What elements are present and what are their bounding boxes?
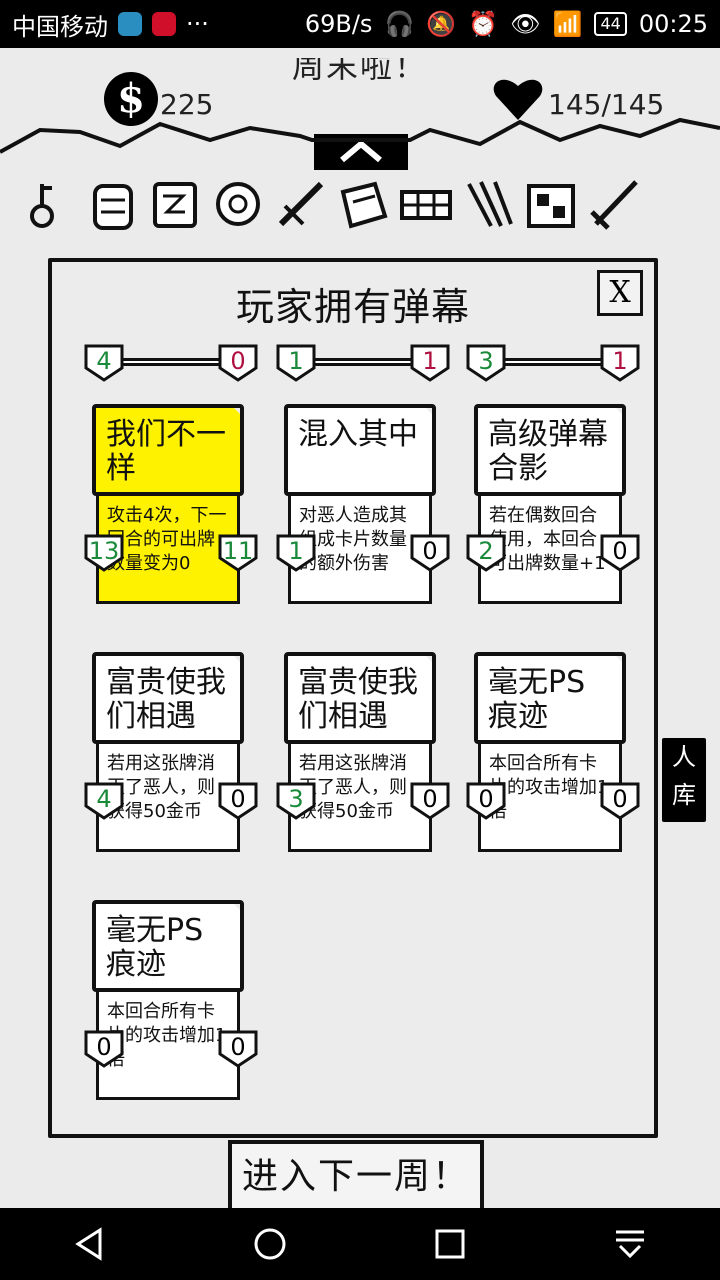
card-title: 富贵使我们相遇 — [284, 652, 436, 744]
heart-icon — [493, 79, 543, 120]
huawei-app-icon — [152, 12, 176, 36]
card-top-left-badge: 3 — [464, 342, 508, 382]
coin-icon: $ — [104, 72, 158, 126]
card-title: 混入其中 — [284, 404, 436, 496]
card-stat-bar — [92, 358, 250, 366]
top-area: 周末啦！ $ 225 145/145 — [0, 48, 720, 170]
paper-icon[interactable] — [335, 176, 391, 232]
back-icon[interactable] — [70, 1224, 110, 1264]
card-title: 毫无PS痕迹 — [474, 652, 626, 744]
card-bottom-left-badge: 0 — [82, 1028, 126, 1068]
card-bottom-right-badge: 0 — [598, 780, 642, 820]
headphone-icon: 🎧 — [384, 10, 415, 38]
wifi-icon: 📶 — [552, 10, 583, 38]
card-stat-bar — [474, 358, 632, 366]
card-stat-bar — [284, 358, 442, 366]
book-icon[interactable] — [147, 176, 203, 232]
map-icon[interactable] — [523, 176, 579, 232]
card-title: 我们不一样 — [92, 404, 244, 496]
card-title: 毫无PS痕迹 — [92, 900, 244, 992]
keyboard-icon[interactable] — [398, 176, 454, 232]
card-bottom-left-badge: 4 — [82, 780, 126, 820]
card-bottom-right-badge: 0 — [598, 532, 642, 572]
side-tab-label-2: 库 — [672, 781, 696, 809]
card-bottom-right-badge: 0 — [216, 1028, 260, 1068]
backpack-icon[interactable] — [85, 176, 141, 232]
card-bottom-left-badge: 3 — [274, 780, 318, 820]
money-value: 225 — [160, 88, 214, 121]
card-title: 高级弹幕合影 — [474, 404, 626, 496]
card-bottom-right-badge: 0 — [408, 780, 452, 820]
card-top-left-badge: 1 — [274, 342, 318, 382]
battery-icon: 44 — [594, 12, 627, 36]
card-bottom-right-badge: 0 — [216, 780, 260, 820]
hp-value: 145/145 — [548, 88, 665, 121]
pencils-icon[interactable] — [461, 176, 517, 232]
card-top-right-badge: 1 — [598, 342, 642, 382]
card-bottom-left-badge: 1 — [274, 532, 318, 572]
panel-title: 玩家拥有弹幕 — [235, 285, 470, 329]
card-6[interactable]: 毫无PS痕迹本回合所有卡片的攻击增加1倍00 — [464, 590, 642, 852]
sword-icon[interactable] — [586, 176, 642, 232]
category-icons — [22, 172, 642, 236]
card-top-right-badge: 0 — [216, 342, 260, 382]
navigation-bar — [0, 1208, 720, 1280]
card-title: 富贵使我们相遇 — [92, 652, 244, 744]
status-bar: 中国移动 ··· 69B/s 🎧 🔕 ⏰ 👁 📶 44 00:25 — [0, 0, 720, 48]
card-bottom-left-badge: 2 — [464, 532, 508, 572]
network-speed: 69B/s — [304, 10, 373, 38]
card-description: 若用这张牌消灭了恶人，则获得50金币 — [288, 744, 432, 852]
card-bottom-right-badge: 11 — [216, 532, 260, 572]
key-icon[interactable] — [22, 176, 78, 232]
torn-paper-edge — [0, 117, 720, 154]
card-top-right-badge: 1 — [408, 342, 452, 382]
notification-pulldown-icon[interactable] — [610, 1224, 650, 1264]
home-icon[interactable] — [250, 1224, 290, 1264]
more-notifications-icon: ··· — [186, 10, 209, 38]
tape-icon[interactable] — [210, 176, 266, 232]
card-top-left-badge: 4 — [82, 342, 126, 382]
card-bottom-right-badge: 0 — [408, 532, 452, 572]
next-week-button[interactable]: 进入下一周！ — [228, 1140, 484, 1208]
card-7[interactable]: 毫无PS痕迹本回合所有卡片的攻击增加1倍00 — [82, 838, 260, 1100]
moon-app-icon — [118, 12, 142, 36]
clock: 00:25 — [638, 10, 708, 38]
tools-icon[interactable] — [273, 176, 329, 232]
page-title: 周末啦！ — [291, 58, 428, 85]
alarm-icon: ⏰ — [468, 10, 499, 38]
card-description: 若在偶数回合使用，本回合可出牌数量+1 — [478, 496, 622, 604]
close-button[interactable]: X — [597, 270, 643, 316]
side-tab-label-1: 人 — [672, 743, 696, 771]
card-bottom-left-badge: 13 — [82, 532, 126, 572]
carrier-label: 中国移动 — [12, 12, 108, 41]
recents-icon[interactable] — [430, 1224, 470, 1264]
eye-icon: 👁 — [510, 10, 541, 38]
mute-icon: 🔕 — [426, 10, 457, 38]
card-bottom-left-badge: 0 — [464, 780, 508, 820]
side-tab-library[interactable]: 人 库 — [662, 738, 706, 822]
